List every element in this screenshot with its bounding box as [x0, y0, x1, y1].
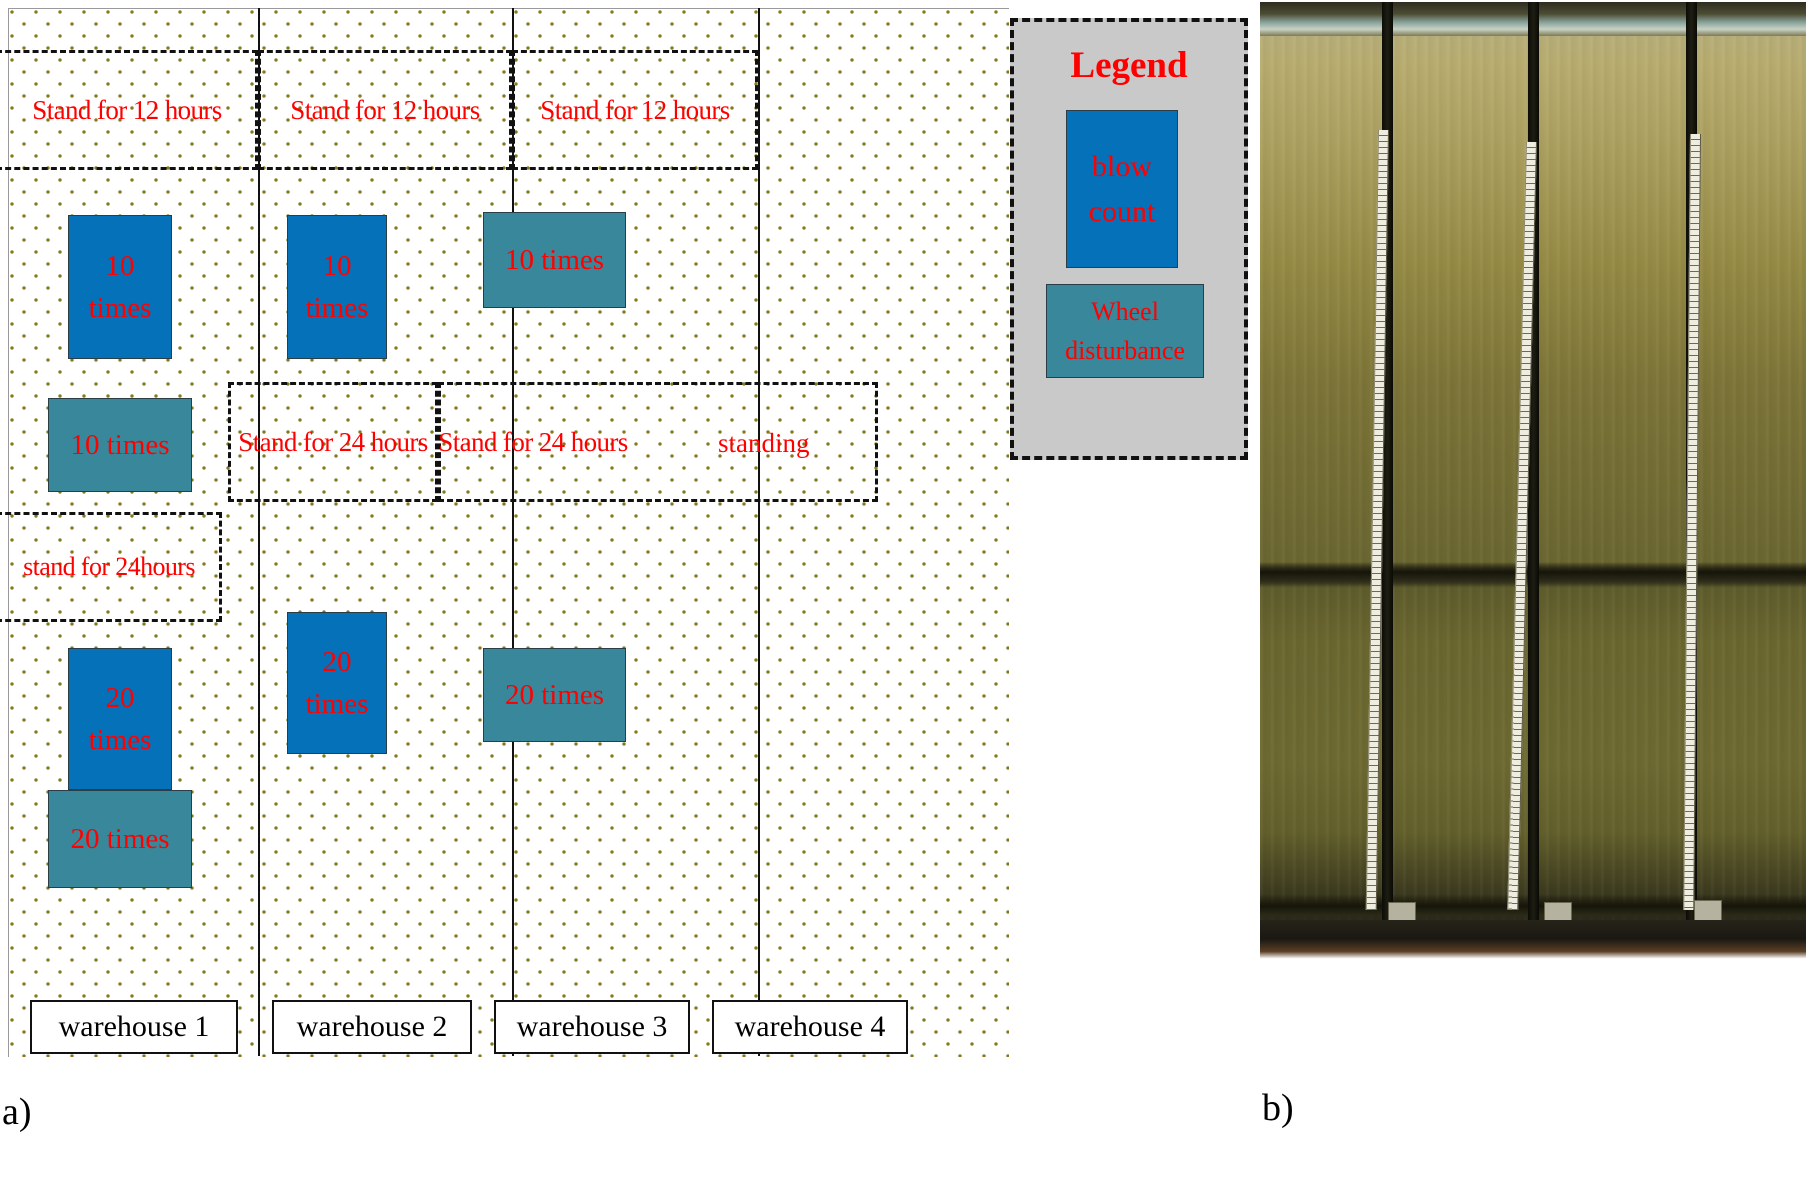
- swatch-line-1: 10: [322, 249, 352, 282]
- legend-title: Legend: [1070, 45, 1188, 86]
- swatch-line-1: 20 times: [70, 822, 170, 855]
- time-region-label: standing: [718, 428, 810, 458]
- warehouse-tag-label: warehouse 1: [58, 1010, 210, 1043]
- divider-warehouse-3-4: [758, 8, 760, 1056]
- divider-warehouse-1-2: [258, 8, 260, 1056]
- figure-label-a: a): [2, 1091, 32, 1133]
- time-region-label: Stand for 12 hours: [32, 94, 222, 125]
- time-region-w3-top: Stand for 12 hours: [512, 50, 758, 170]
- panel-b-photograph: [1260, 2, 1806, 962]
- swatch-line-1: 10 times: [504, 243, 605, 276]
- legend-swatch-line-2: count: [1088, 195, 1156, 228]
- warehouse-tag-2: warehouse 2: [272, 1000, 472, 1054]
- warehouse-tag-label: warehouse 2: [296, 1010, 448, 1043]
- legend-swatch-line-2: disturbance: [1065, 336, 1185, 365]
- photo-frame-bar-1: [1382, 2, 1393, 962]
- photo-dashed-frame: [1260, 94, 1264, 904]
- time-region-label: Stand for 24 hours: [438, 426, 628, 457]
- swatch-line-1: 20: [105, 681, 135, 714]
- legend-swatch-blow-count: blow count: [1066, 110, 1178, 268]
- warehouse-tag-label: warehouse 4: [734, 1010, 886, 1043]
- swatch-line-2: times: [305, 292, 369, 324]
- figure-label-b: b): [1262, 1087, 1294, 1129]
- swatch-line-1: 10 times: [70, 428, 170, 461]
- swatch-w1-blow-20: 20 times: [68, 648, 172, 790]
- warehouse-tag-3: warehouse 3: [494, 1000, 690, 1054]
- swatch-w3-wheel-10: 10 times: [483, 212, 626, 308]
- swatch-line-2: times: [88, 292, 152, 324]
- warehouse-tag-1: warehouse 1: [30, 1000, 238, 1054]
- swatch-line-1: 10: [105, 249, 135, 282]
- swatch-w3-wheel-20: 20 times: [483, 648, 626, 742]
- swatch-w2-blow-10: 10 times: [287, 215, 387, 359]
- swatch-w1-blow-10: 10 times: [68, 215, 172, 359]
- swatch-w1-wheel-20: 20 times: [48, 790, 192, 888]
- time-region-w4-middle: standing: [718, 428, 810, 459]
- time-region-label: Stand for 24 hours: [238, 426, 428, 457]
- swatch-w1-wheel-10: 10 times: [48, 398, 192, 492]
- legend-swatch-wheel-disturbance: Wheel disturbance: [1046, 284, 1204, 378]
- photo-bottom-edge: [1260, 920, 1806, 962]
- legend-swatch-line-1: blow: [1092, 150, 1152, 183]
- warehouse-tag-4: warehouse 4: [712, 1000, 908, 1054]
- time-region-w3-middle: Stand for 24 hours: [438, 382, 878, 502]
- swatch-line-2: times: [305, 688, 369, 720]
- photo-frame-bar-2: [1528, 2, 1539, 962]
- time-region-label: Stand for 12 hours: [290, 94, 480, 125]
- time-region-label: stand for 24hours: [23, 552, 195, 581]
- time-region-label: Stand for 12 hours: [540, 94, 730, 125]
- time-region-w2-top: Stand for 12 hours: [258, 50, 512, 170]
- time-region-w1-middle: stand for 24hours: [0, 512, 222, 622]
- time-region-w2-middle: Stand for 24 hours: [228, 382, 438, 502]
- warehouse-tag-label: warehouse 3: [516, 1010, 668, 1043]
- legend-swatch-line-1: Wheel: [1091, 297, 1159, 326]
- time-region-w1-top: Stand for 12 hours: [0, 50, 258, 170]
- divider-warehouse-2-3: [512, 8, 514, 1056]
- swatch-line-1: 20 times: [504, 678, 605, 711]
- legend-panel: Legend blow count Wheel disturbance: [1010, 18, 1248, 460]
- panel-a-schematic: Stand for 12 hours Stand for 12 hours St…: [0, 8, 1009, 1133]
- swatch-w2-blow-20: 20 times: [287, 612, 387, 754]
- swatch-line-2: times: [88, 724, 152, 756]
- swatch-line-1: 20: [322, 645, 352, 678]
